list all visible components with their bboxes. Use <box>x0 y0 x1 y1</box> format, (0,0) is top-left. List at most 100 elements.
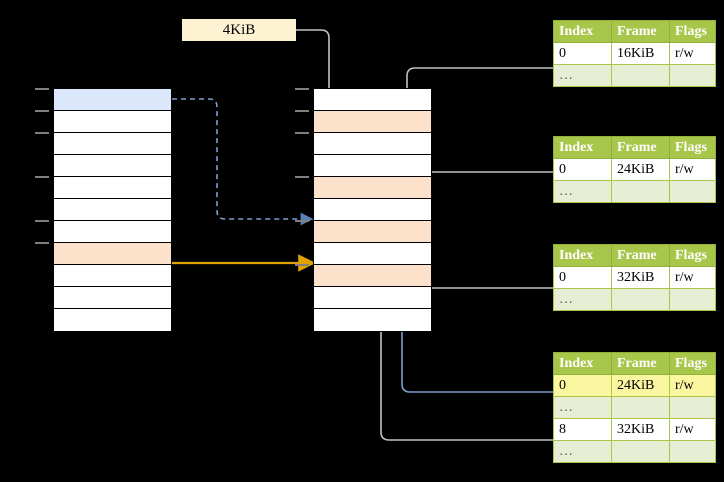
table-cell[interactable]: r/w <box>669 374 716 397</box>
table-cell[interactable]: … <box>553 440 612 463</box>
table-cell[interactable]: 32KiB <box>611 266 670 289</box>
column-header-index: Index <box>553 136 612 159</box>
table-cell[interactable] <box>669 288 716 311</box>
table-cell[interactable]: 0 <box>553 42 612 65</box>
table-cell[interactable] <box>669 396 716 419</box>
table-cell[interactable] <box>611 396 670 419</box>
memory-cell[interactable] <box>54 221 171 243</box>
column-header-frame: Frame <box>611 136 670 159</box>
memory-cell[interactable] <box>54 177 171 199</box>
table-cell[interactable]: 8 <box>553 418 612 441</box>
wire-table4-row8-to-frame <box>374 265 553 441</box>
table-cell[interactable]: … <box>553 180 612 203</box>
table-cell[interactable]: 16KiB <box>611 42 670 65</box>
memory-cell[interactable] <box>314 309 431 331</box>
table-cell[interactable] <box>611 64 670 87</box>
column-header-flags: Flags <box>669 352 716 375</box>
column-header-flags: Flags <box>669 136 716 159</box>
memory-cell[interactable] <box>314 89 431 111</box>
table-cell[interactable]: 0 <box>553 374 612 397</box>
memory-cell[interactable] <box>54 133 171 155</box>
row-tick-mark <box>35 176 49 178</box>
column-header-flags: Flags <box>669 244 716 267</box>
table-cell[interactable]: 32KiB <box>611 418 670 441</box>
row-tick-mark <box>295 132 309 134</box>
table-cell[interactable]: r/w <box>669 42 716 65</box>
column-header-frame: Frame <box>611 244 670 267</box>
virtual-address-space-column <box>53 88 172 332</box>
table-cell[interactable] <box>669 180 716 203</box>
memory-cell[interactable] <box>314 133 431 155</box>
wire-table4-row0-to-frame <box>395 215 553 393</box>
table-cell[interactable]: r/w <box>669 418 716 441</box>
table-cell[interactable]: … <box>553 288 612 311</box>
table-cell[interactable] <box>669 64 716 87</box>
memory-cell[interactable] <box>54 155 171 177</box>
memory-cell[interactable] <box>314 221 431 243</box>
memory-cell[interactable] <box>54 111 171 133</box>
row-tick-mark <box>295 88 309 90</box>
wire-virtual-to-physical-blue <box>172 98 314 226</box>
row-tick-mark <box>295 264 309 266</box>
table-cell[interactable]: … <box>553 396 612 419</box>
memory-cell[interactable] <box>54 243 171 265</box>
row-tick-mark <box>35 242 49 244</box>
memory-cell[interactable] <box>314 111 431 133</box>
table-cell[interactable] <box>611 440 670 463</box>
physical-memory-column <box>313 88 432 332</box>
row-tick-mark <box>35 132 49 134</box>
column-header-frame: Frame <box>611 352 670 375</box>
memory-cell[interactable] <box>54 287 171 309</box>
table-cell[interactable]: 24KiB <box>611 374 670 397</box>
table-cell[interactable]: 24KiB <box>611 158 670 181</box>
memory-cell[interactable] <box>54 265 171 287</box>
table-cell[interactable]: 0 <box>553 158 612 181</box>
column-header-index: Index <box>553 244 612 267</box>
row-tick-mark <box>295 176 309 178</box>
table-cell[interactable]: r/w <box>669 266 716 289</box>
table-row[interactable]: … <box>553 180 716 203</box>
memory-cell[interactable] <box>314 155 431 177</box>
row-tick-mark <box>35 110 49 112</box>
table-cell[interactable] <box>669 440 716 463</box>
table-cell[interactable]: r/w <box>669 158 716 181</box>
memory-cell[interactable] <box>54 309 171 331</box>
row-tick-mark <box>295 110 309 112</box>
column-header-index: Index <box>553 352 612 375</box>
table-cell[interactable] <box>611 180 670 203</box>
memory-cell[interactable] <box>314 199 431 221</box>
column-header-index: Index <box>553 20 612 43</box>
memory-cell[interactable] <box>314 243 431 265</box>
row-tick-mark <box>35 88 49 90</box>
memory-cell[interactable] <box>314 265 431 287</box>
memory-cell[interactable] <box>54 89 171 111</box>
table-row[interactable]: … <box>553 396 716 419</box>
page-size-label: 4KiB <box>182 19 296 41</box>
wire-4kib-to-frame <box>296 29 336 113</box>
memory-cell[interactable] <box>314 177 431 199</box>
memory-cell[interactable] <box>314 287 431 309</box>
column-header-flags: Flags <box>669 20 716 43</box>
table-cell[interactable] <box>611 288 670 311</box>
table-cell[interactable]: … <box>553 64 612 87</box>
table-row[interactable]: … <box>553 440 716 463</box>
memory-cell[interactable] <box>54 199 171 221</box>
column-header-frame: Frame <box>611 20 670 43</box>
table-row[interactable]: … <box>553 64 716 87</box>
table-cell[interactable]: 0 <box>553 266 612 289</box>
table-row[interactable]: … <box>553 288 716 311</box>
